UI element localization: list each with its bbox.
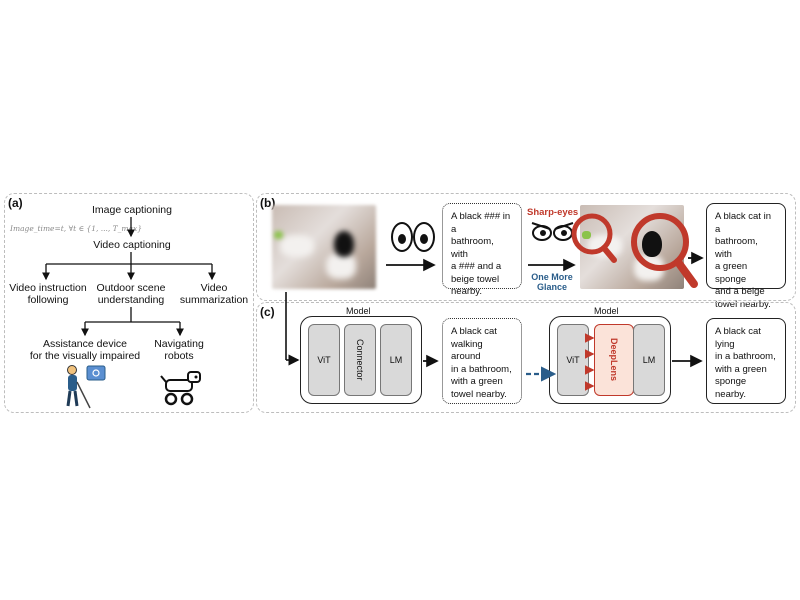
visually-impaired-person-icon <box>66 365 106 409</box>
deeplens-caption-box: A black cat lying in a bathroom, with a … <box>706 318 786 404</box>
panel-b <box>256 193 796 301</box>
panel-c <box>256 302 796 413</box>
panel-c-arrows <box>285 292 703 391</box>
model-title-base: Model <box>346 306 371 316</box>
robot-dog-icon <box>160 371 201 406</box>
vit-module-base: ViT <box>308 324 340 396</box>
branch-video-summarization: Video summarization <box>179 282 249 306</box>
app-assistance-device: Assistance device for the visually impai… <box>29 338 141 362</box>
magnifier-icon <box>571 213 698 288</box>
time-formula: Image_time=t, ∀t ∈ {1, ..., T_max} <box>10 224 142 233</box>
branch-video-instruction: Video instruction following <box>9 282 87 306</box>
vit-module-deeplens: ViT <box>557 324 589 396</box>
base-caption-box: A black cat walking around in a bathroom… <box>442 318 522 404</box>
branch-outdoor-scene: Outdoor scene understanding <box>96 282 166 306</box>
image-captioning-label: Image captioning <box>92 204 172 216</box>
video-captioning-label: Video captioning <box>93 239 171 251</box>
blurred-caption-box: A black ### in a bathroom, with a ### an… <box>442 203 522 297</box>
lm-module-deeplens: LM <box>633 324 665 396</box>
panel-b-arrows <box>386 251 704 272</box>
sharp-caption-box: A black cat in a bathroom, with a green … <box>706 203 786 310</box>
lm-module-base: LM <box>380 324 412 396</box>
model-title-deeplens: Model <box>594 306 619 316</box>
panel-a <box>4 193 254 413</box>
blurred-bathroom-image <box>272 205 376 289</box>
sharp-eyes-label: Sharp-eyes <box>527 207 579 218</box>
panel-b-label: (b) <box>260 196 276 210</box>
panel-c-label: (c) <box>260 305 275 319</box>
panel-a-label: (a) <box>8 196 23 210</box>
right-eye-icon <box>413 222 435 252</box>
panel-a-flow-arrows <box>42 217 216 337</box>
connector-module: Connector <box>344 324 376 396</box>
left-eye-icon <box>391 222 413 252</box>
one-more-glance-label: One More Glance <box>531 272 573 292</box>
app-navigating-robots: Navigating robots <box>154 338 204 362</box>
